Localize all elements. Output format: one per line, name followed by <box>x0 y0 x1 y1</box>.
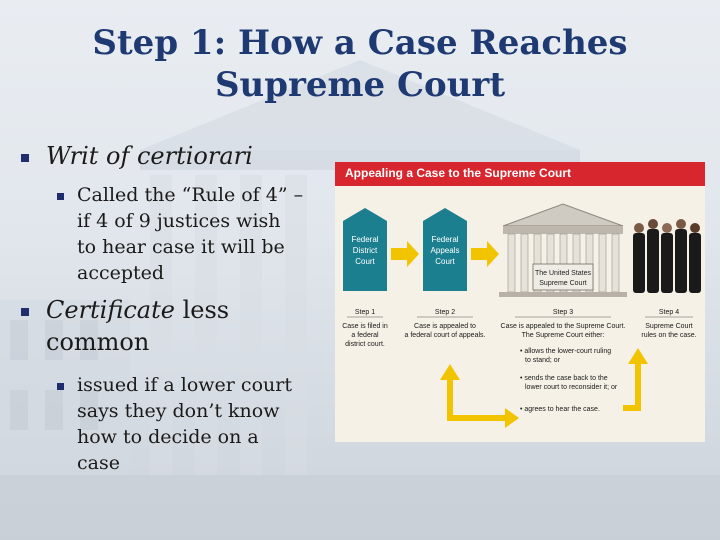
step-2-text: Case is appealed to <box>414 323 476 330</box>
arrow-up-icon <box>628 348 648 364</box>
justices-group-icon <box>633 219 701 293</box>
step-1-label: Step 1 <box>355 309 375 316</box>
step-3-option: • allows the lower-court ruling <box>520 348 611 355</box>
arrow-up-icon <box>440 364 460 380</box>
step-1-text: a federal <box>351 332 379 339</box>
svg-text:Court: Court <box>435 257 455 266</box>
sub-bullet-line: if 4 of 9 justices wish <box>77 210 281 232</box>
step-3-option: lower court to reconsider it; or <box>525 384 618 391</box>
arrow-icon <box>391 241 419 267</box>
sub-bullet-line: issued if a lower court <box>77 374 292 396</box>
step-3-option: • agrees to hear the case. <box>520 406 600 413</box>
justice-figure <box>633 223 645 293</box>
appeals-court-box: Federal Appeals Court <box>423 208 467 291</box>
sub-bullet-certificate: issued if a lower court says they don’t … <box>18 372 338 476</box>
step-3-option: • sends the case back to the <box>520 375 608 382</box>
supreme-court-building-icon: The United States Supreme Court <box>499 203 627 297</box>
bullet-square-icon <box>21 308 29 316</box>
bullet-square-icon <box>21 154 29 162</box>
sub-bullet-rule-of-4: Called the “Rule of 4” – if 4 of 9 justi… <box>18 182 338 286</box>
justice-figure <box>675 219 687 293</box>
step-1-text: district court. <box>345 341 385 348</box>
title-line-2: Supreme Court <box>214 65 506 105</box>
slide-title: Step 1: How a Case Reaches Supreme Court <box>60 22 660 106</box>
justice-figure <box>689 223 701 293</box>
sub-bullet-line: Called the “Rule of 4” – <box>77 184 304 206</box>
sub-bullet-line: accepted <box>77 262 165 284</box>
svg-text:Court: Court <box>355 257 375 266</box>
step-3-text: Case is appealed to the Supreme Court. <box>501 323 626 330</box>
svg-text:Federal: Federal <box>431 235 458 244</box>
flow-arrows <box>440 348 648 428</box>
bullet-label: Writ of certiorari <box>46 142 253 170</box>
arrow-right-icon <box>505 408 519 428</box>
step-3-option: to stand; or <box>525 357 561 364</box>
step-4-text: rules on the case. <box>641 332 696 339</box>
svg-text:The United States: The United States <box>535 270 592 277</box>
step-1-text: Case is filed in <box>342 323 388 330</box>
sub-bullet-line: case <box>77 452 120 474</box>
step-3-label: Step 3 <box>553 309 573 316</box>
step-2-label: Step 2 <box>435 309 455 316</box>
bullet-certificate: Certificate less common <box>18 294 338 358</box>
svg-text:Federal: Federal <box>351 235 378 244</box>
bullet-writ-of-certiorari: Writ of certiorari <box>18 140 338 172</box>
sub-bullet-line: to hear case it will be <box>77 236 285 258</box>
svg-text:District: District <box>353 246 378 255</box>
step-2-text: a federal court of appeals. <box>405 332 486 339</box>
justice-figure <box>647 219 659 293</box>
illustration-title: Appealing a Case to the Supreme Court <box>345 166 572 180</box>
appeal-flow-diagram: Federal District Court Federal Appeals C… <box>342 203 701 428</box>
bullet-label-line-2: common <box>46 328 150 356</box>
sub-bullet-line: says they don’t know <box>77 400 280 422</box>
step-3-text: The Supreme Court either: <box>522 332 605 339</box>
bullet-square-icon <box>57 193 64 200</box>
bullet-list: Writ of certiorari Called the “Rule of 4… <box>18 140 338 476</box>
step-4-label: Step 4 <box>659 309 679 316</box>
appeal-process-illustration: Appealing a Case to the Supreme Court Fe… <box>335 162 705 442</box>
svg-text:Appeals: Appeals <box>431 246 460 255</box>
step-4-text: Supreme Court <box>645 323 693 330</box>
illustration-header: Appealing a Case to the Supreme Court <box>335 162 705 186</box>
svg-text:Supreme Court: Supreme Court <box>539 280 587 287</box>
district-court-box: Federal District Court <box>343 208 387 291</box>
arrow-icon <box>471 241 499 267</box>
bullet-label-rest: less <box>174 296 230 324</box>
title-line-1: Step 1: How a Case Reaches <box>92 23 628 63</box>
bullet-square-icon <box>57 383 64 390</box>
bullet-label-italic: Certificate <box>46 296 175 324</box>
justice-figure <box>661 223 673 293</box>
sub-bullet-line: how to decide on a <box>77 426 259 448</box>
